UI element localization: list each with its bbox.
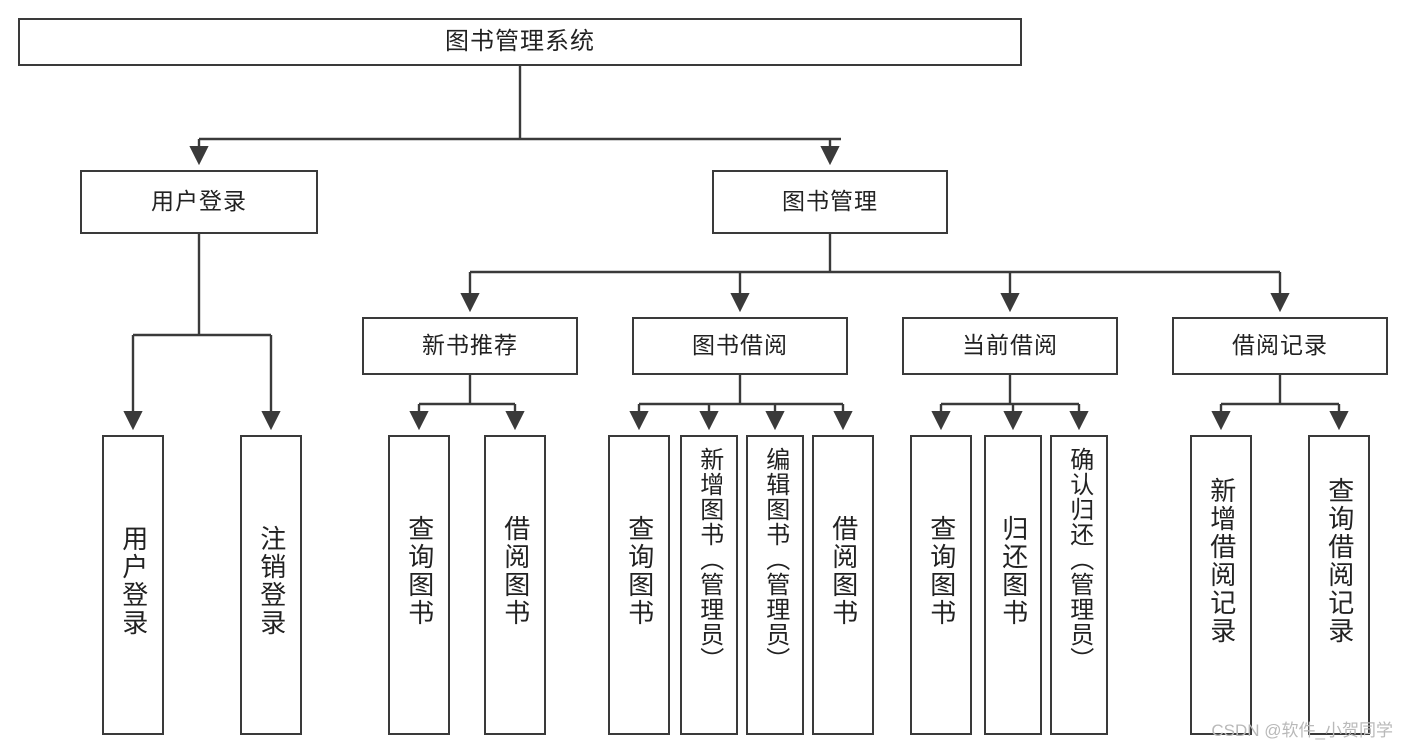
node-leaf-borrow-book-rec[interactable]: 借阅图书 bbox=[484, 435, 546, 735]
node-leaf-add-book-label: 新增图书（管理员） bbox=[695, 447, 723, 672]
node-current-borrow[interactable]: 当前借阅 bbox=[902, 317, 1118, 375]
node-borrow-record-label: 借阅记录 bbox=[1232, 332, 1328, 359]
node-new-book-recommend[interactable]: 新书推荐 bbox=[362, 317, 578, 375]
node-book-manage[interactable]: 图书管理 bbox=[712, 170, 948, 234]
node-root-label: 图书管理系统 bbox=[445, 27, 595, 55]
node-leaf-query-book-cur[interactable]: 查询图书 bbox=[910, 435, 972, 735]
node-leaf-borrow-book[interactable]: 借阅图书 bbox=[812, 435, 874, 735]
node-leaf-add-book[interactable]: 新增图书（管理员） bbox=[680, 435, 738, 735]
node-leaf-query-book-borrow-label: 查询图书 bbox=[624, 515, 655, 627]
node-book-borrow-label: 图书借阅 bbox=[692, 332, 788, 359]
node-user-login-label: 用户登录 bbox=[151, 188, 247, 215]
node-leaf-add-record-label: 新增借阅记录 bbox=[1206, 477, 1237, 645]
node-book-borrow[interactable]: 图书借阅 bbox=[632, 317, 848, 375]
node-leaf-query-record-label: 查询借阅记录 bbox=[1324, 477, 1355, 645]
node-leaf-query-record[interactable]: 查询借阅记录 bbox=[1308, 435, 1370, 735]
node-leaf-borrow-book-label: 借阅图书 bbox=[828, 515, 859, 627]
node-user-login[interactable]: 用户登录 bbox=[80, 170, 318, 234]
node-leaf-query-book-cur-label: 查询图书 bbox=[926, 515, 957, 627]
csdn-watermark: CSDN @软件_小贺同学 bbox=[1211, 721, 1393, 740]
node-leaf-add-record[interactable]: 新增借阅记录 bbox=[1190, 435, 1252, 735]
node-leaf-confirm-return-label: 确认归还（管理员） bbox=[1065, 447, 1093, 672]
node-leaf-query-book-rec-label: 查询图书 bbox=[404, 515, 435, 627]
node-new-book-recommend-label: 新书推荐 bbox=[422, 332, 518, 359]
node-borrow-record[interactable]: 借阅记录 bbox=[1172, 317, 1388, 375]
node-leaf-return-book-label: 归还图书 bbox=[998, 515, 1029, 627]
node-leaf-logout[interactable]: 注销登录 bbox=[240, 435, 302, 735]
node-leaf-logout-label: 注销登录 bbox=[256, 525, 287, 637]
node-leaf-borrow-book-rec-label: 借阅图书 bbox=[500, 515, 531, 627]
node-current-borrow-label: 当前借阅 bbox=[962, 332, 1058, 359]
node-leaf-return-book[interactable]: 归还图书 bbox=[984, 435, 1042, 735]
node-leaf-query-book-borrow[interactable]: 查询图书 bbox=[608, 435, 670, 735]
node-book-manage-label: 图书管理 bbox=[782, 188, 878, 215]
node-leaf-user-login-label: 用户登录 bbox=[118, 525, 149, 637]
node-leaf-query-book-rec[interactable]: 查询图书 bbox=[388, 435, 450, 735]
node-root[interactable]: 图书管理系统 bbox=[18, 18, 1022, 66]
node-leaf-user-login[interactable]: 用户登录 bbox=[102, 435, 164, 735]
node-leaf-edit-book[interactable]: 编辑图书（管理员） bbox=[746, 435, 804, 735]
node-leaf-confirm-return[interactable]: 确认归还（管理员） bbox=[1050, 435, 1108, 735]
node-leaf-edit-book-label: 编辑图书（管理员） bbox=[761, 447, 789, 672]
